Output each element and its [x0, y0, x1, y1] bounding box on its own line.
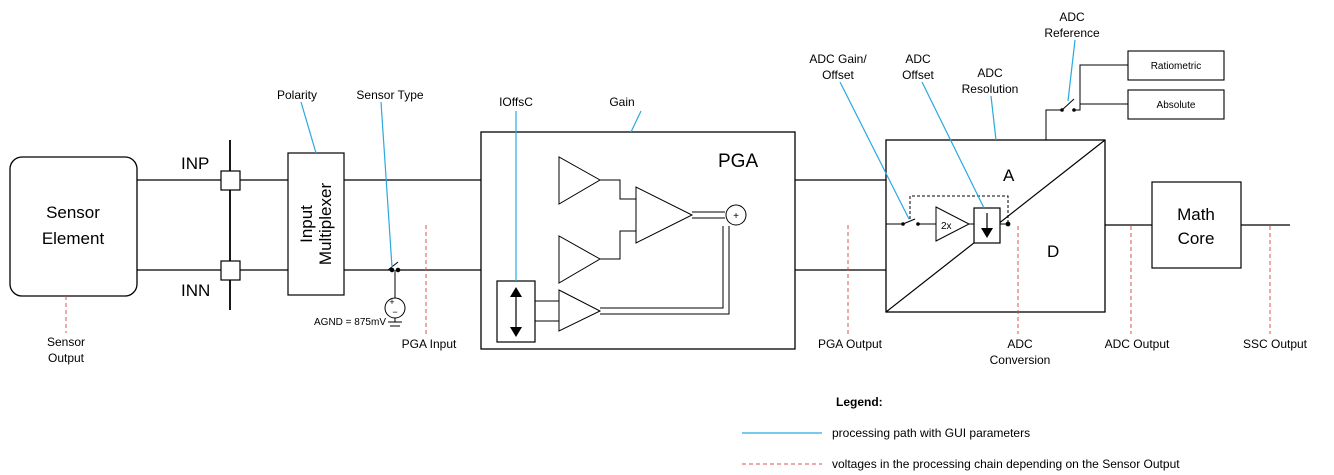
pga-amp-top [558, 156, 602, 205]
pga-input-label: PGA Input [402, 337, 457, 351]
math-core-label-1: Math [1177, 205, 1215, 224]
pga-amp-mid [558, 235, 602, 284]
ratiometric-label: Ratiometric [1151, 61, 1202, 72]
param-adc-gain-offset-2: Offset [822, 68, 854, 82]
sensor-element-block: Sensor Element [9, 156, 138, 297]
sensor-element-label-1: Sensor [46, 203, 100, 222]
absolute-label: Absolute [1157, 100, 1196, 111]
pga-label: PGA [718, 151, 758, 172]
param-adc-gain-offset-1: ADC Gain/ [809, 52, 867, 66]
adc-conversion-label-1: ADC [1007, 337, 1033, 351]
adc-conversion-label-2: Conversion [990, 353, 1051, 367]
pga-amp-offset [558, 289, 602, 332]
absolute-box [1127, 89, 1225, 120]
param-adc-offset-1: ADC [905, 52, 931, 66]
sensor-element-label-2: Element [42, 229, 105, 248]
voltage-markers [65, 225, 1271, 334]
param-sensor-type: Sensor Type [356, 88, 423, 102]
param-adc-reference-2: Reference [1044, 26, 1100, 40]
inn-label: INN [181, 281, 210, 300]
gui-parameter-lines [300, 39, 1076, 281]
input-multiplexer-block: Input Multiplexer [287, 152, 345, 296]
sensor-output-label-1: Sensor [47, 335, 85, 349]
param-gain: Gain [609, 95, 634, 109]
legend: Legend: processing path with GUI paramet… [742, 395, 1180, 471]
pga-block: PGA + [480, 131, 796, 350]
input-pins: INP INN [181, 140, 241, 310]
pga-amp-sum [635, 186, 694, 244]
ssc-output-label: SSC Output [1243, 337, 1308, 351]
param-adc-reference-1: ADC [1059, 10, 1085, 24]
adc-analog-label: A [1003, 166, 1015, 185]
ratiometric-box [1127, 50, 1225, 81]
param-adc-offset-2: Offset [902, 68, 934, 82]
input-mux-label-1: Input [297, 205, 316, 243]
adc-2x-label: 2x [941, 221, 952, 232]
math-core-block: Math Core [1151, 181, 1242, 269]
legend-red-text: voltages in the processing chain dependi… [832, 457, 1180, 471]
inp-pin [220, 170, 241, 191]
inn-pin [220, 260, 241, 281]
adc-output-label: ADC Output [1105, 337, 1170, 351]
summer-node [725, 204, 747, 226]
inp-label: INP [181, 154, 209, 173]
agnd-label: AGND = 875mV [314, 317, 386, 328]
signal-wires [137, 179, 1290, 271]
adc-2x-amp [935, 206, 971, 242]
param-adc-resolution-2: Resolution [962, 82, 1019, 96]
param-ioffsc: IOffsC [499, 95, 533, 109]
legend-blue-text: processing path with GUI parameters [832, 426, 1030, 440]
pga-output-label: PGA Output [818, 337, 883, 351]
agnd-minus: − [392, 307, 397, 317]
param-polarity: Polarity [277, 88, 317, 102]
legend-title: Legend: [836, 395, 883, 409]
sensor-output-label-2: Output [48, 351, 85, 365]
math-core-label-2: Core [1178, 229, 1215, 248]
input-mux-label-2: Multiplexer [316, 183, 335, 266]
agnd-source [384, 261, 406, 327]
summer-plus: + [733, 211, 739, 222]
agnd-plus: + [389, 297, 394, 307]
adc-digital-label: D [1047, 242, 1059, 261]
adc-block: A D 2x [885, 139, 1106, 313]
adc-reference-switch [1045, 64, 1128, 140]
param-adc-resolution-1: ADC [977, 66, 1003, 80]
